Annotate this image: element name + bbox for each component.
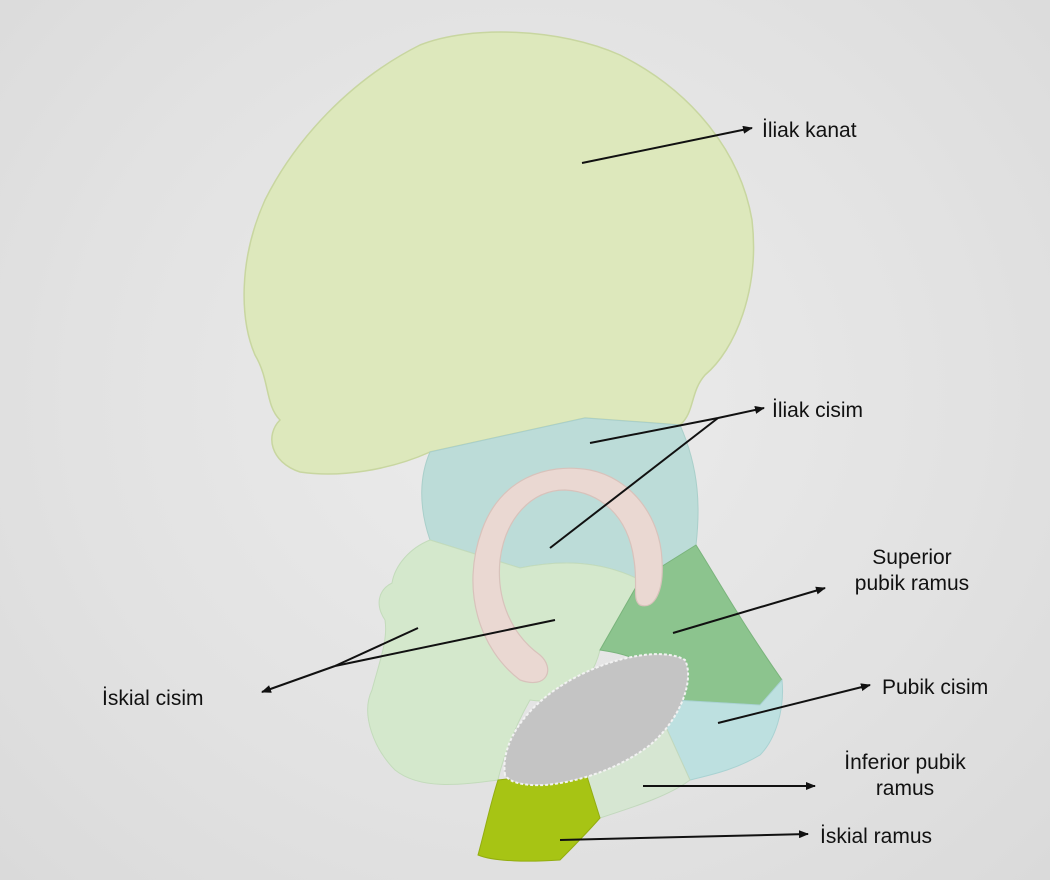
arrow-iliac-body-c: [718, 408, 764, 418]
label-inferior-pubic-ramus-line2: ramus: [820, 776, 990, 802]
label-ischial-body: İskial cisim: [102, 686, 204, 712]
arrow-ischial-ramus: [560, 834, 808, 840]
label-iliac-body: İliak cisim: [772, 398, 863, 424]
label-inferior-pubic-ramus-line1: İnferior pubik: [820, 750, 990, 776]
label-ischial-ramus: İskial ramus: [820, 824, 932, 850]
label-superior-pubic-ramus-line2: pubik ramus: [832, 571, 992, 597]
label-iliac-wing: İliak kanat: [762, 118, 857, 144]
label-pubic-body: Pubik cisim: [882, 675, 988, 701]
label-superior-pubic-ramus: Superior pubik ramus: [832, 545, 992, 597]
arrow-ischial-body-c: [262, 666, 335, 692]
iliac-wing-region: [244, 32, 753, 474]
label-superior-pubic-ramus-line1: Superior: [832, 545, 992, 571]
label-inferior-pubic-ramus: İnferior pubik ramus: [820, 750, 990, 802]
